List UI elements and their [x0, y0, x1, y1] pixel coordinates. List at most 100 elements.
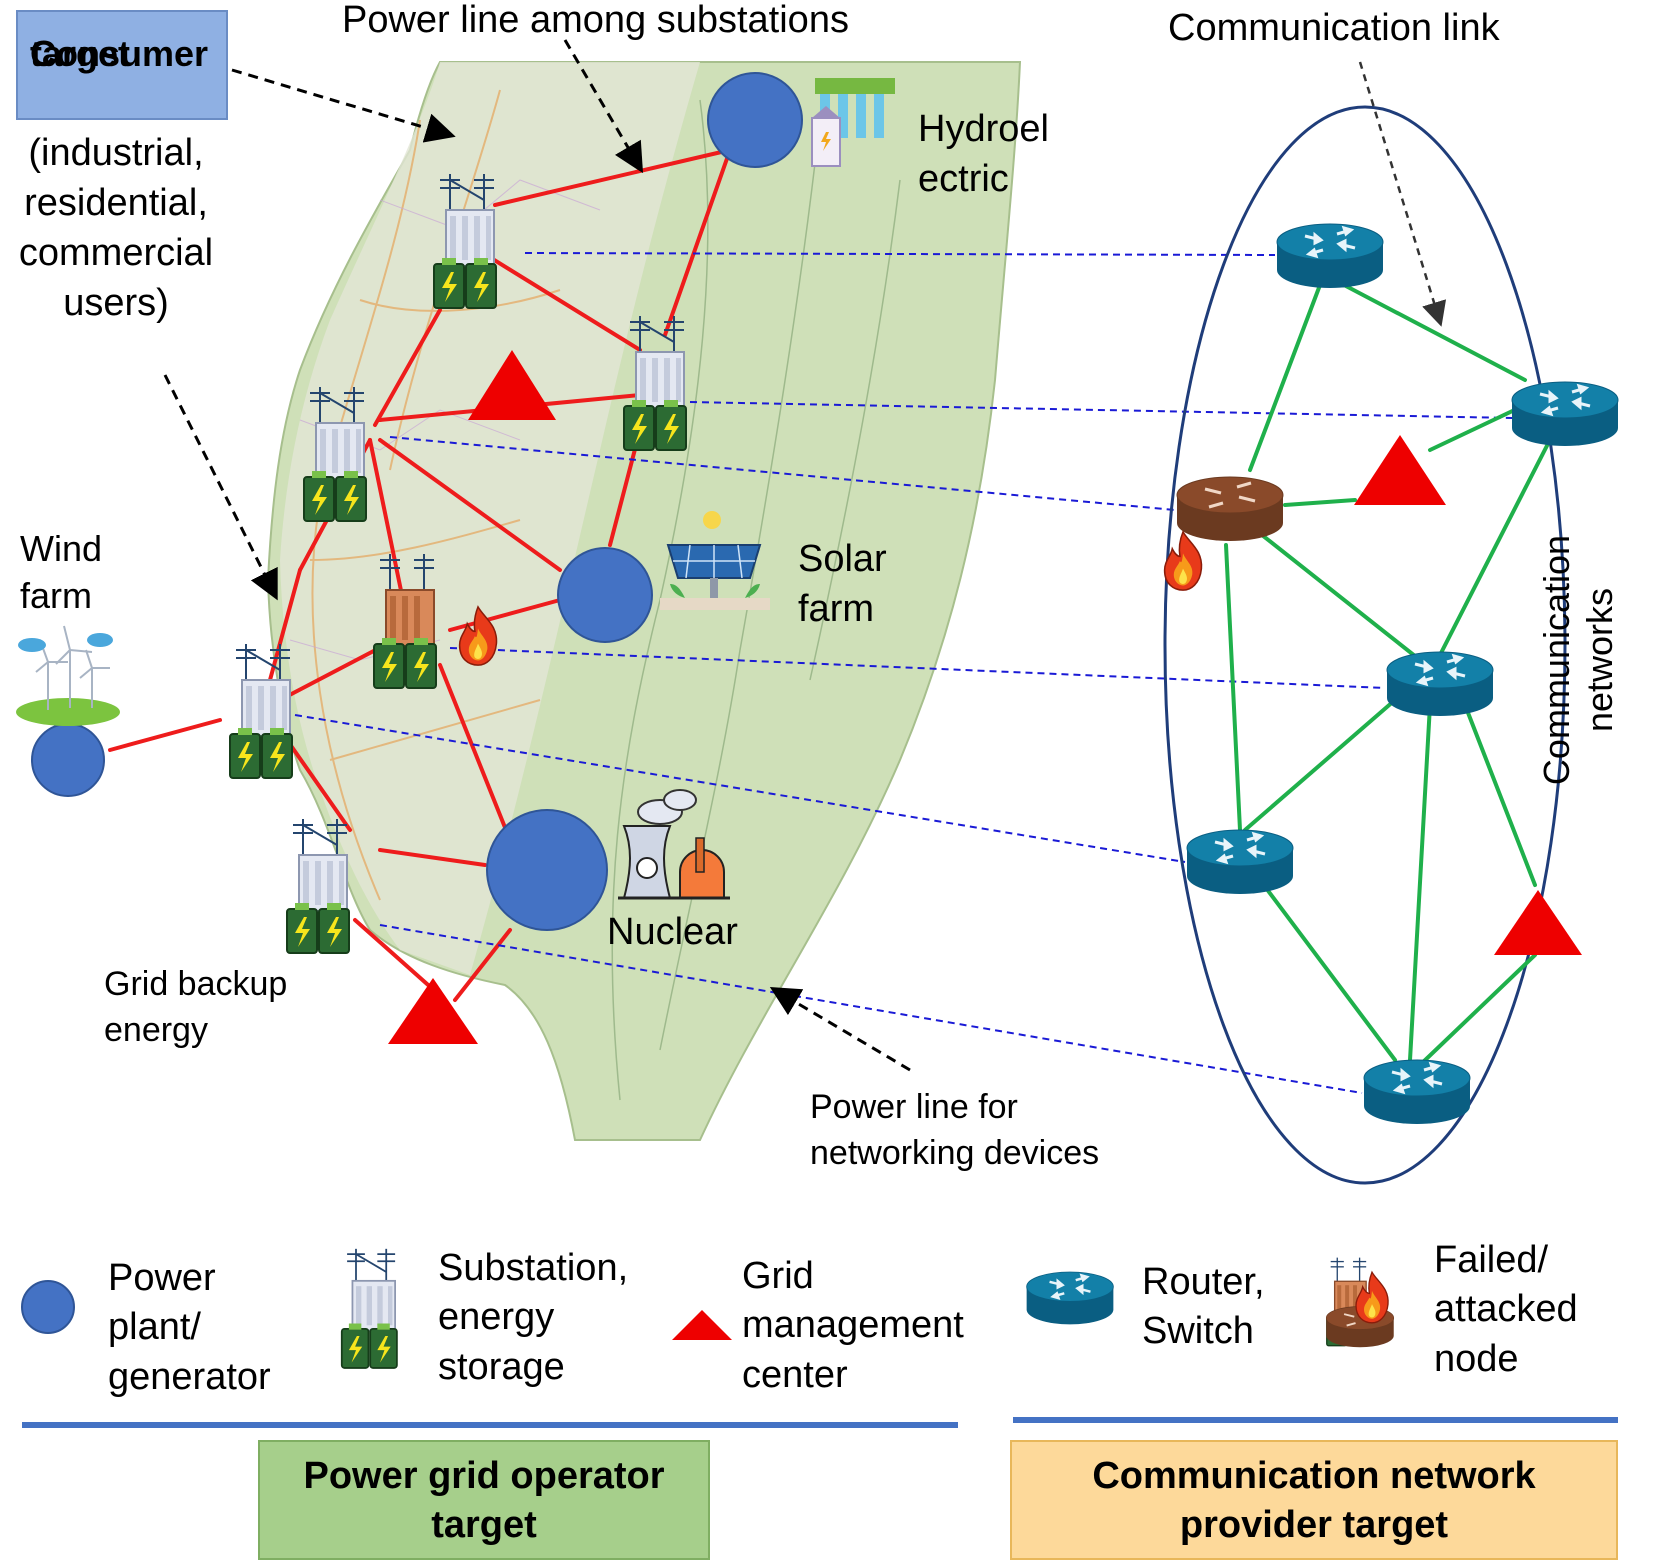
comm-link	[1258, 878, 1397, 1062]
power-line	[108, 718, 222, 752]
grid-backup-label-line: Grid backup	[104, 965, 288, 1003]
comm-link	[1428, 403, 1527, 452]
arrow-consumer-users	[163, 374, 278, 601]
router-icon	[1362, 1058, 1472, 1126]
comm-link	[1323, 273, 1527, 382]
cross-link	[294, 714, 1186, 863]
cross-link	[379, 924, 1363, 1094]
legend-power-plant-icon	[21, 1280, 75, 1334]
wind-farm-label-line: farm	[20, 574, 92, 616]
power-line	[268, 568, 302, 682]
arrow-communication-link	[1358, 61, 1447, 327]
comm-link	[1260, 533, 1422, 662]
legend-failed-label: Failed/ attacked node	[1434, 1236, 1578, 1384]
router-icon	[1385, 650, 1495, 718]
communication-network-provider-target: Communication network provider target	[1010, 1440, 1618, 1560]
legend-line: Switch	[1142, 1310, 1254, 1353]
solar-panel-icon	[660, 511, 770, 610]
legend-line: Power	[108, 1257, 216, 1299]
consumer-target-label-2: target	[30, 33, 131, 74]
legend-line: Router,	[1142, 1261, 1265, 1303]
communication-network-boundary	[1163, 105, 1567, 1185]
power-grid-target-line: target	[431, 1504, 537, 1547]
power-line	[438, 663, 512, 842]
power-line-networking-label: Power line for networking devices	[810, 1085, 1099, 1177]
power-line	[373, 308, 442, 427]
legend-line: energy	[438, 1296, 555, 1339]
communication-networks-label-line: Communication	[1535, 534, 1577, 786]
legend-line: storage	[438, 1345, 565, 1388]
grid-comm-links	[294, 252, 1513, 1094]
power-line	[378, 848, 487, 867]
grid-management-center	[388, 978, 478, 1044]
grid-backup-label: Grid backup energy	[104, 962, 287, 1054]
solar-farm-label: Solar farm	[798, 534, 887, 634]
comm-link	[1224, 543, 1242, 832]
power-line	[663, 148, 732, 337]
legend-line: generator	[108, 1355, 271, 1398]
grid-management-center	[1354, 435, 1446, 505]
solar-farm-label-line: Solar	[798, 538, 887, 580]
legend-fire-icon	[1355, 1271, 1389, 1324]
comm-link	[1418, 953, 1537, 1067]
power-plant-nuclear	[486, 809, 608, 931]
power-line	[378, 438, 562, 572]
comm-link	[1408, 703, 1432, 1062]
power-plant-wind	[31, 723, 105, 797]
legend-line: plant/	[108, 1306, 201, 1349]
communication-link-label: Communication link	[1168, 7, 1500, 49]
comm-target-line: provider target	[1179, 1504, 1449, 1547]
arrow-consumer-target	[231, 68, 456, 143]
legend-substation-icon	[340, 1247, 398, 1369]
consumer-desc-line: residential,	[24, 182, 208, 225]
router-icon-failed	[1175, 475, 1285, 543]
arrow-power-line-networking	[769, 986, 911, 1072]
comm-link	[1283, 498, 1357, 507]
legend-router-label: Router, Switch	[1142, 1258, 1265, 1357]
wind-farm-label: Wind farm	[20, 526, 102, 620]
power-plants	[31, 72, 803, 931]
router-icon	[1275, 222, 1385, 290]
legend-line: center	[742, 1353, 848, 1396]
communication-networks-label-line: networks	[1579, 587, 1620, 733]
consumer-description: (industrial, residential, commercial use…	[0, 128, 232, 329]
cross-link	[689, 401, 1513, 419]
power-line-networking-label-line: Power line for	[810, 1088, 1018, 1126]
power-grid-operator-target: Power grid operator target	[258, 1440, 710, 1560]
consumer-desc-line: users)	[63, 282, 169, 325]
power-lines	[108, 148, 732, 1002]
power-line	[493, 148, 732, 207]
router-icon	[1510, 380, 1620, 448]
legend-line: node	[1434, 1337, 1519, 1380]
communication-networks-label: Communication networks	[1535, 490, 1621, 830]
grid-management-center	[1494, 890, 1582, 955]
hydroelectric-label-line: Hydroel	[918, 108, 1049, 150]
grid-management-centers	[388, 350, 1582, 1340]
power-line-networking-label-line: networking devices	[810, 1133, 1100, 1172]
comm-link	[1248, 283, 1322, 472]
router-icon	[1185, 828, 1295, 896]
cross-link	[524, 252, 1276, 256]
grid-management-center	[468, 350, 556, 420]
power-line	[278, 643, 387, 702]
comm-target-line: Communication network	[1092, 1455, 1536, 1497]
legend-line: management	[742, 1304, 964, 1347]
hydroelectric-label-line: ectric	[918, 158, 1009, 201]
comm-link	[1438, 428, 1557, 657]
annotation-arrows	[163, 39, 911, 1072]
comm-link	[1243, 698, 1397, 832]
power-line	[368, 438, 407, 612]
wind-turbine-icon	[16, 625, 120, 726]
wind-farm-label-line: Wind	[20, 528, 103, 569]
solar-farm-label-line: farm	[798, 588, 874, 631]
power-line-substations-label: Power line among substations	[342, 0, 849, 41]
legend-line: Failed/	[1434, 1239, 1549, 1281]
legend-line: Substation,	[438, 1247, 629, 1289]
comm-link	[1463, 703, 1537, 887]
power-plant-hydroelectric	[707, 72, 803, 168]
power-plant-solar	[557, 547, 653, 643]
nuclear-label: Nuclear	[607, 911, 738, 953]
legend-grid-management-icon	[672, 1310, 732, 1340]
legend-line: Grid	[742, 1255, 814, 1297]
